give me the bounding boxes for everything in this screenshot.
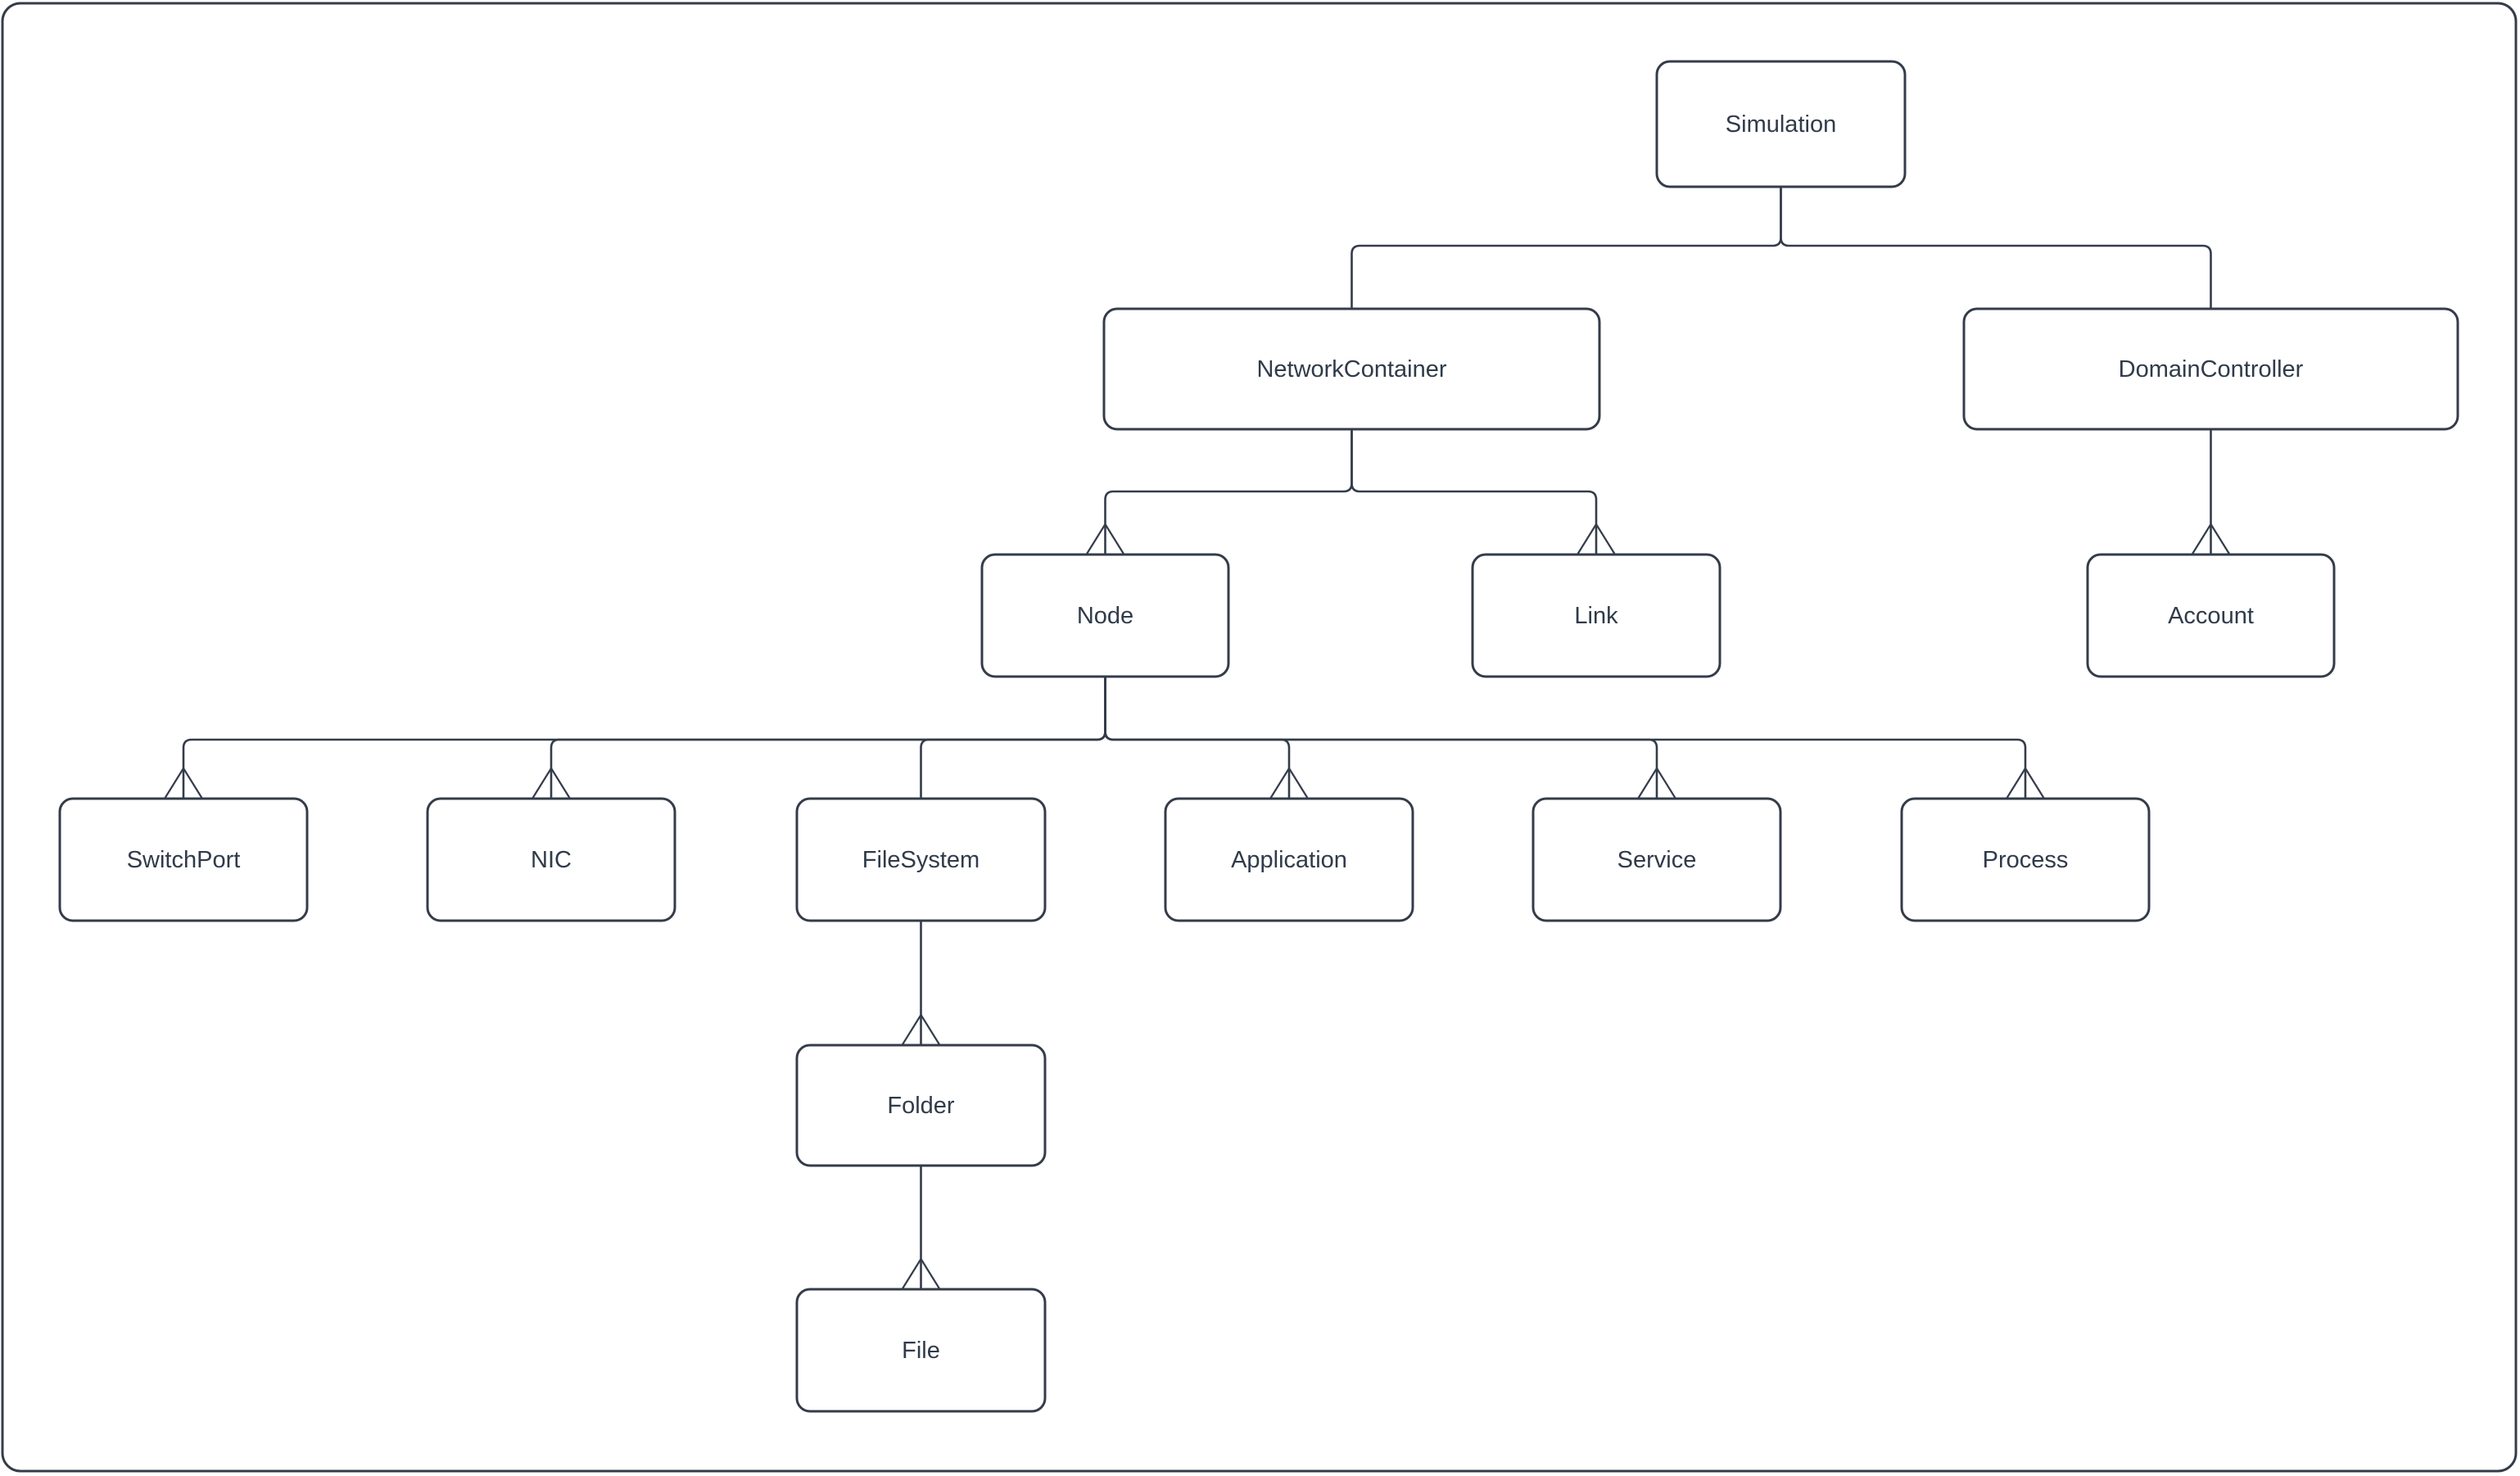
node-label: FileSystem <box>862 847 979 873</box>
node-label: DomainController <box>2119 356 2304 383</box>
diagram-node-file: File <box>795 1288 1047 1413</box>
crow-foot-many-icon <box>2006 766 2045 799</box>
node-box <box>1102 307 1601 431</box>
node-box <box>2086 553 2336 678</box>
diagram-node-account: Account <box>2086 553 2336 678</box>
node-layer: Simulation NetworkContainer DomainContro… <box>58 60 2459 1413</box>
edge-simulation-networkcontainer <box>1350 187 1782 309</box>
edge-node-service <box>1104 677 1658 799</box>
diagram-node-simulation: Simulation <box>1655 60 1907 188</box>
node-box <box>426 797 676 922</box>
edge-node-filesystem <box>920 677 1106 799</box>
node-label: Simulation <box>1726 111 1836 138</box>
edge-networkcontainer-node <box>1104 429 1353 555</box>
diagram-node-service: Service <box>1531 797 1782 922</box>
diagram-node-process: Process <box>1900 797 2151 922</box>
crow-foot-many-icon <box>1577 522 1616 555</box>
diagram-node-file-system: FileSystem <box>795 797 1047 922</box>
crow-foot-many-icon <box>164 766 203 799</box>
node-label: Node <box>1077 603 1133 629</box>
node-box <box>1471 553 1721 678</box>
node-label: File <box>902 1338 940 1364</box>
node-label: Link <box>1574 603 1618 629</box>
crow-foot-many-icon <box>901 1256 941 1290</box>
node-label: Folder <box>887 1093 955 1119</box>
edge-node-process <box>1104 677 2027 799</box>
diagram-node-network-container: NetworkContainer <box>1102 307 1601 431</box>
edge-networkcontainer-link <box>1350 429 1598 555</box>
edge-node-switchport <box>182 677 1106 799</box>
edge-layer <box>164 187 2231 1290</box>
node-label: Account <box>2168 603 2254 629</box>
diagram-node-folder: Folder <box>795 1044 1047 1167</box>
crow-foot-many-icon <box>1085 522 1125 555</box>
node-label: NetworkContainer <box>1256 356 1446 383</box>
node-box <box>1164 797 1414 922</box>
node-box <box>795 1044 1047 1167</box>
edge-node-nic <box>550 677 1106 799</box>
node-label: Service <box>1617 847 1697 873</box>
node-box <box>980 553 1230 678</box>
node-box <box>795 797 1047 922</box>
edge-simulation-domaincontroller <box>1780 187 2212 309</box>
diagram-node-switch-port: SwitchPort <box>58 797 309 922</box>
diagram-node-node: Node <box>980 553 1230 678</box>
node-label: NIC <box>531 847 572 873</box>
node-box <box>795 1288 1047 1413</box>
diagram-node-nic: NIC <box>426 797 676 922</box>
node-box <box>1655 60 1907 188</box>
node-label: SwitchPort <box>127 847 241 873</box>
crow-foot-many-icon <box>2191 522 2231 555</box>
node-label: Process <box>1983 847 2069 873</box>
diagram-node-application: Application <box>1164 797 1414 922</box>
diagram-node-domain-controller: DomainController <box>1962 307 2459 431</box>
edge-node-application <box>1104 677 1291 799</box>
crow-foot-many-icon <box>1637 766 1676 799</box>
node-box <box>1531 797 1782 922</box>
crow-foot-many-icon <box>532 766 571 799</box>
node-label: Application <box>1231 847 1347 873</box>
crow-foot-many-icon <box>901 1012 941 1046</box>
crow-foot-many-icon <box>1269 766 1309 799</box>
node-box <box>58 797 309 922</box>
node-box <box>1900 797 2151 922</box>
diagram-node-link: Link <box>1471 553 1721 678</box>
node-box <box>1962 307 2459 431</box>
